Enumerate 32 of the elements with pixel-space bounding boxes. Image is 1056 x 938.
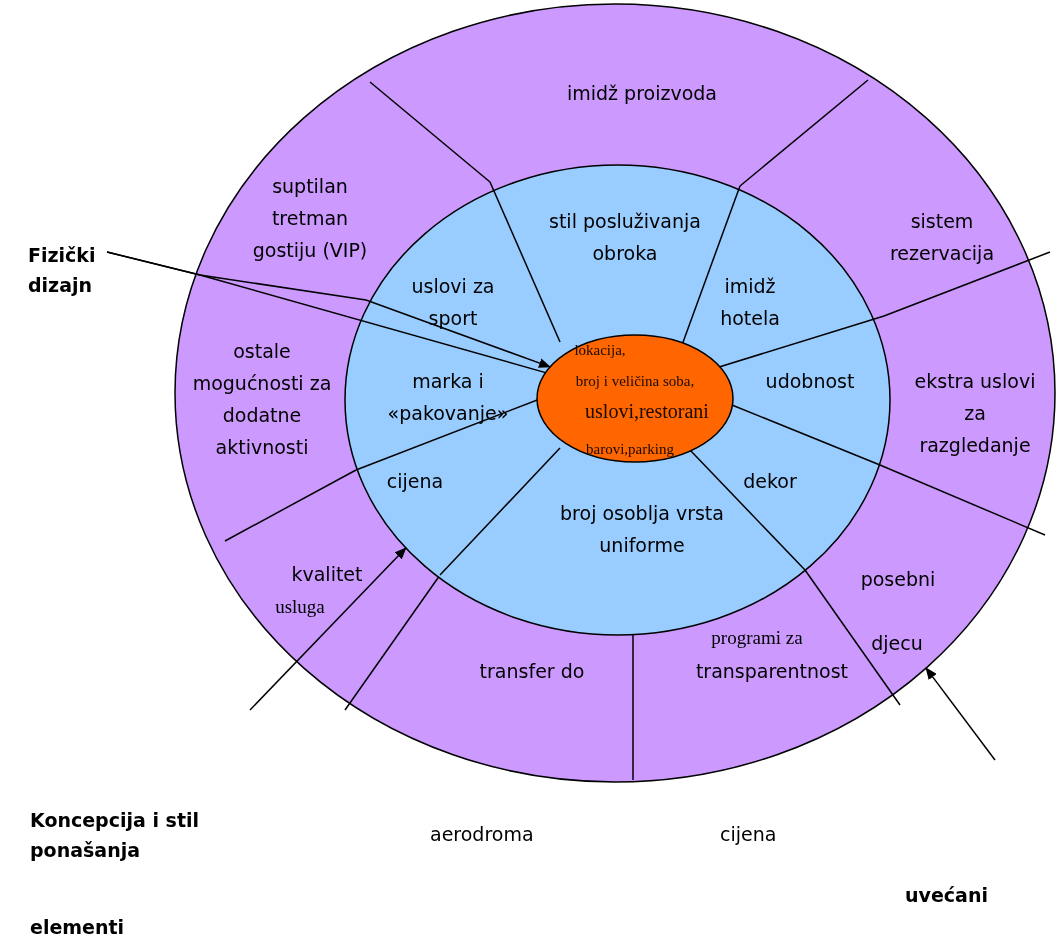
caption-label: uvećani (905, 883, 989, 908)
segment-label: transfer do (478, 659, 586, 684)
caption-label: cijena (720, 822, 778, 847)
segment-label: barovi,parking (585, 440, 675, 458)
caption-label: aerodroma (430, 822, 535, 847)
segment-label: broj i veličina soba, (574, 372, 696, 390)
segment-label: imidž hotela (719, 274, 781, 331)
segment-label: ekstra uslovi za razgledanje (913, 369, 1037, 458)
segment-label: suptilan tretman gostiju (VIP) (251, 174, 369, 263)
segment-label: kvalitet (290, 562, 364, 587)
segment-label: sistem rezervacija (888, 209, 996, 266)
segment-label: uslovi,restorani (584, 399, 710, 423)
segment-label: marka i «pakovanje» (386, 369, 510, 426)
segment-label: lokacija, (573, 341, 627, 359)
segment-label: udobnost (764, 369, 856, 394)
segment-label: broj osoblja vrsta uniforme (559, 501, 725, 558)
segment-label: programi za (710, 626, 804, 650)
segment-label: djecu (870, 631, 924, 656)
segment-label: usluga (274, 595, 326, 619)
segment-label: posebni (859, 567, 937, 592)
arrow (925, 667, 996, 761)
arrow (249, 547, 407, 711)
callout-label: Fizički dizajn (28, 243, 97, 298)
segment-label: ostale mogućnosti za dodatne aktivnosti (191, 339, 333, 460)
segment-label: imidž proizvoda (565, 81, 718, 106)
caption-label: elementi (30, 915, 126, 938)
segment-label: transparentnost (694, 659, 850, 684)
segment-label: stil posluživanja obroka (548, 209, 702, 266)
segment-label: dekor (742, 469, 798, 494)
segment-label: cijena (385, 469, 445, 494)
caption-label: Koncepcija i stil ponašanja (30, 808, 200, 863)
segment-label: uslovi za sport (410, 274, 496, 331)
